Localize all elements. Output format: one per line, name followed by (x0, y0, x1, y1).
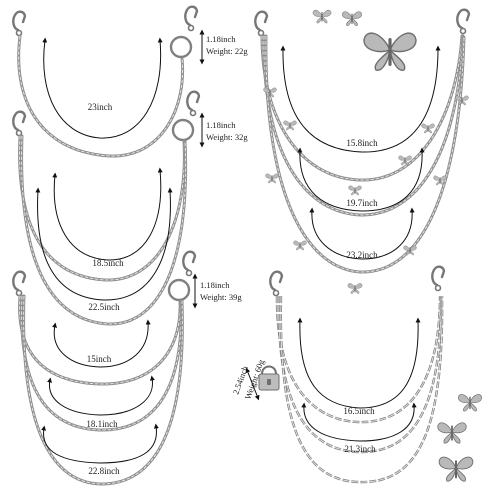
weight-label: Weight: 32g (206, 132, 248, 142)
butterfly-charm-icon (265, 173, 279, 184)
butterfly-icon (363, 32, 417, 72)
butterfly-decorations (437, 393, 483, 482)
chain-strand (264, 34, 466, 274)
chain-set-triple: 15inch 18.1inch 22.8inch 1.18inch Weight… (12, 250, 242, 486)
length-arrow (301, 402, 417, 442)
length-arrow (35, 187, 173, 301)
butterfly-icon (457, 393, 483, 412)
butterfly-chain-set: 15.8inch 19.7inch 23.2inch (254, 8, 471, 294)
chain-length-label: 21.3inch (344, 444, 376, 454)
chain-length-label: 23.2inch (346, 250, 378, 260)
chain-set-single: 23inch 1.18inch Weight: 22g (12, 5, 248, 158)
clasp-icon (431, 265, 446, 292)
chain-length-label: 23inch (88, 102, 113, 112)
clasp-icon (12, 10, 27, 37)
butterfly-charm-icon (421, 123, 435, 134)
butterfly-icon (312, 9, 332, 24)
ring-icon (169, 35, 193, 59)
clasp-icon (184, 5, 199, 32)
butterfly-charm-icon (455, 95, 469, 106)
weight-label: Weight: 39g (200, 292, 242, 302)
chain-length-label: 22.5inch (88, 302, 120, 312)
clasp-icon (269, 270, 284, 297)
clasp-icon (12, 270, 27, 297)
lock-size-arrow (245, 367, 260, 401)
clasp-icon (186, 90, 201, 117)
length-arrow (52, 167, 163, 261)
butterfly-decorations (312, 9, 417, 72)
clasp-icon (456, 8, 471, 35)
butterfly-charm-icon (283, 120, 297, 131)
butterfly-charm-icon (348, 185, 362, 196)
padlock-icon (258, 365, 280, 391)
clasp-icon (254, 10, 269, 37)
length-arrow (41, 423, 159, 464)
chain-length-label: 18.1inch (86, 419, 118, 429)
chain-length-label: 15.8inch (346, 138, 378, 148)
butterfly-icon (437, 422, 467, 444)
chain-strand (260, 34, 464, 182)
length-arrow (42, 37, 163, 139)
chain-length-label: 22.8inch (88, 466, 120, 476)
chain-length-label: 16.5inch (343, 406, 375, 416)
length-arrow (52, 319, 151, 368)
chain-length-label: 19.7inch (346, 198, 378, 208)
length-arrow (280, 45, 441, 153)
paperclip-chain-set: 16.5inch 21.3inch 2.54inch Weight: 60g (230, 265, 446, 484)
butterfly-charm-icon (347, 283, 363, 294)
chain-length-label: 15inch (87, 354, 112, 364)
ring-icon (167, 278, 191, 302)
chain-strand (20, 134, 188, 326)
length-arrow (309, 207, 415, 260)
chain-length-label: 18.5inch (92, 258, 124, 268)
ring-icon (171, 118, 195, 142)
butterfly-charm-icon (293, 240, 307, 251)
clasp-icon (182, 250, 197, 277)
chain-strand (277, 295, 443, 454)
length-arrow (297, 317, 421, 409)
ring-size-label: 1.18inch (206, 120, 236, 130)
ring-size-label: 1.18inch (200, 280, 230, 290)
clasp-icon (12, 110, 27, 137)
length-arrow (47, 375, 155, 416)
ring-size-label: 1.18inch (206, 34, 236, 44)
weight-label: Weight: 22g (206, 46, 248, 56)
butterfly-icon (341, 11, 363, 26)
butterfly-icon (438, 456, 474, 482)
